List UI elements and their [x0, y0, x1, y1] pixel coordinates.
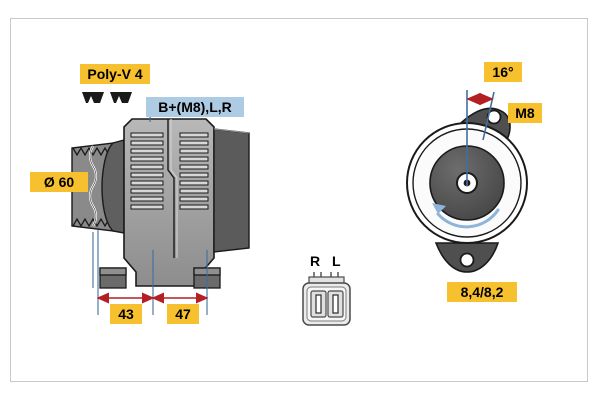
alternator-end-view: [406, 90, 528, 273]
label-m8: M8: [508, 103, 542, 123]
connector-detail: [302, 272, 351, 326]
label-dimension-43: 43: [110, 304, 142, 324]
label-angle: 16°: [484, 62, 522, 82]
label-diameter: Ø 60: [30, 172, 88, 192]
alternator-side-view: [71, 116, 250, 315]
pulley-group: [71, 142, 114, 232]
rear-cover: [213, 128, 250, 253]
rotation-arrow-head: [432, 203, 446, 214]
cooling-vents-front: [130, 132, 164, 210]
drive-end-housing: [101, 139, 125, 234]
connector-pin-label-r: R: [310, 253, 321, 269]
poly-v-groove-icon: [82, 92, 132, 103]
label-poly-v: Poly-V 4: [80, 64, 150, 84]
mounting-hole-bottom: [459, 252, 475, 268]
label-dimension-47: 47: [167, 304, 199, 324]
cooling-vents-rear: [179, 132, 209, 210]
connector-pin-label-l: L: [332, 253, 341, 269]
label-terminals: B+(M8),L,R: [146, 97, 244, 117]
diagram-frame: [10, 18, 588, 382]
rotation-arrow: [436, 208, 500, 229]
label-bolt-sizes: 8,4/8,2: [447, 282, 517, 302]
